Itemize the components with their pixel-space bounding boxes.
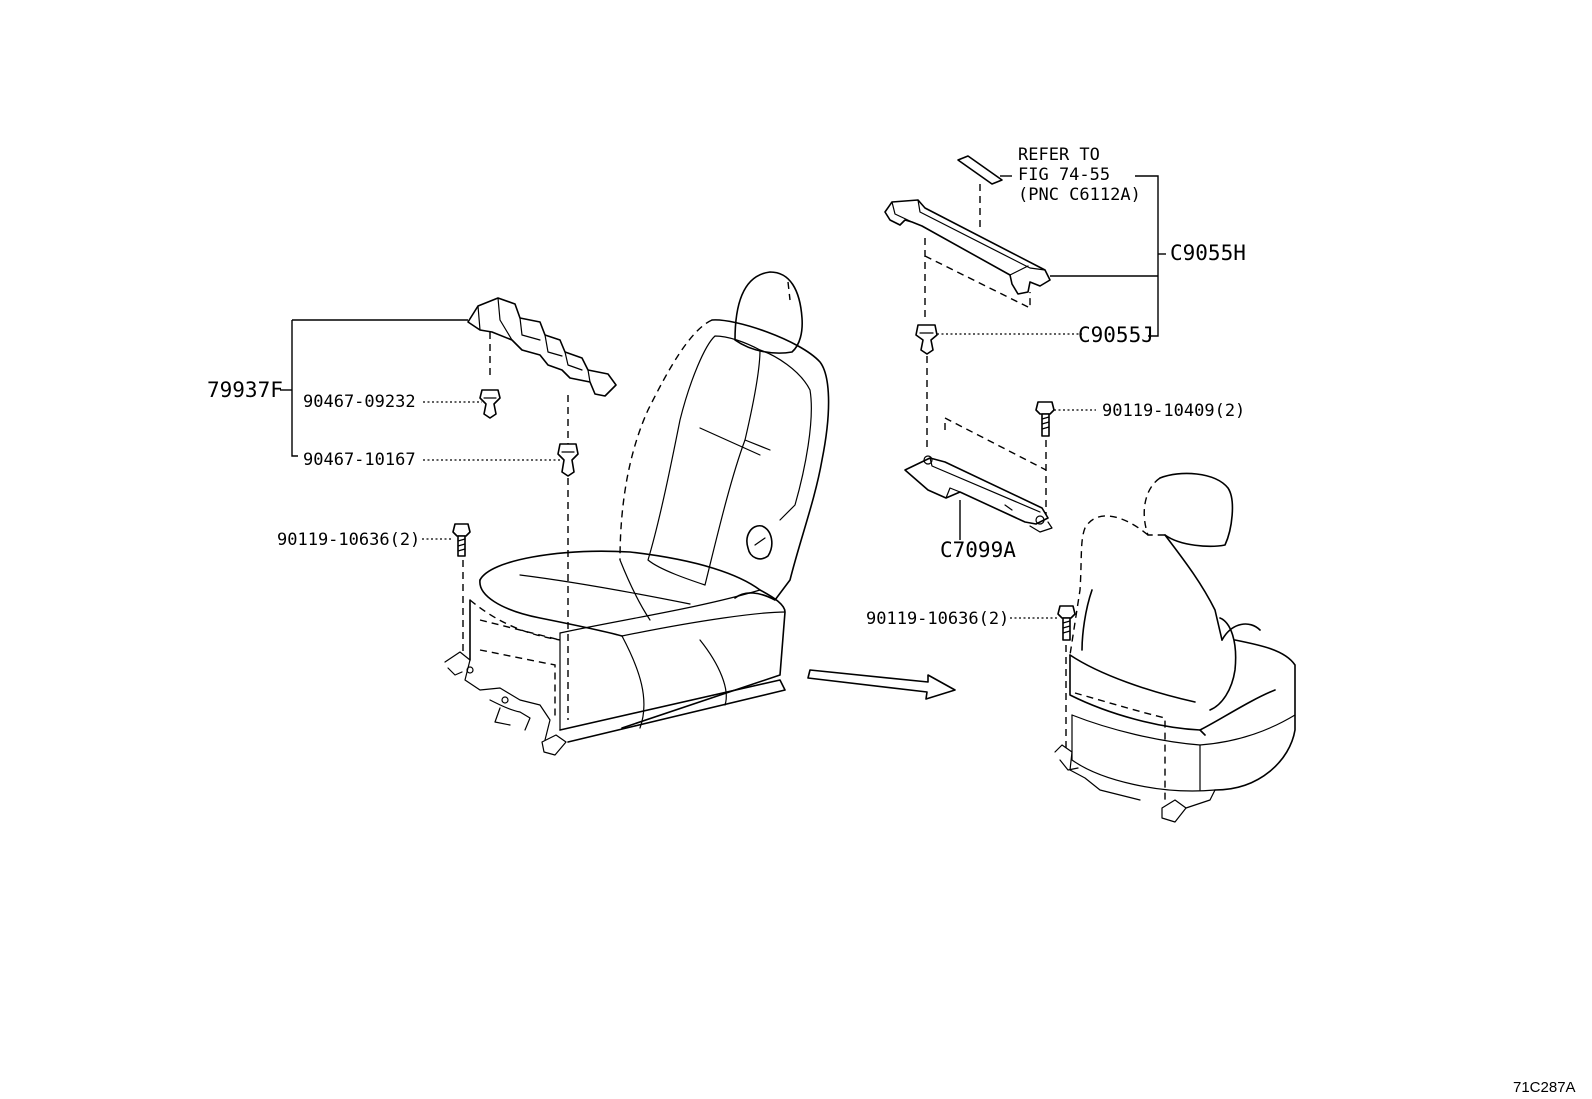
clip-C9055J (915, 324, 938, 355)
cover-C9055H (884, 199, 1051, 295)
label-90467-10167: 90467-10167 (303, 450, 416, 470)
label-C7099A: C7099A (940, 538, 1016, 562)
seat-rear-view (1054, 472, 1296, 823)
figure-code: 71C287A (1513, 1079, 1576, 1096)
leader-lines-right (937, 175, 1166, 411)
label-90119-10636-right: 90119-10636(2) (866, 609, 1009, 629)
guide-line (924, 255, 1031, 310)
label-90467-09232: 90467-09232 (303, 392, 416, 412)
direction-arrow (807, 669, 956, 700)
label-90119-10636-left: 90119-10636(2) (277, 530, 420, 550)
strip-c6112a (957, 155, 1003, 185)
guide-line (944, 416, 1047, 471)
clip-90467-09232 (479, 389, 501, 419)
bolt-90119-10636-left (452, 523, 471, 557)
label-90119-10409: 90119-10409(2) (1102, 401, 1245, 421)
bolt-90119-10409 (1035, 401, 1055, 437)
bracket-C7099A (904, 455, 1053, 533)
label-refer-pnc: (PNC C6112A) (1018, 185, 1141, 205)
seat-front-view (444, 271, 830, 756)
clip-90467-10167 (557, 443, 579, 477)
bolt-90119-10636-right (1057, 605, 1076, 641)
label-refer-to: REFER TO (1018, 145, 1100, 165)
label-C9055H: C9055H (1170, 241, 1246, 265)
label-refer-fig: FIG 74-55 (1018, 165, 1110, 185)
label-79937F: 79937F (207, 378, 283, 402)
bracket-79937F (467, 297, 617, 397)
label-C9055J: C9055J (1078, 323, 1154, 347)
leader-lines-left (280, 319, 560, 540)
